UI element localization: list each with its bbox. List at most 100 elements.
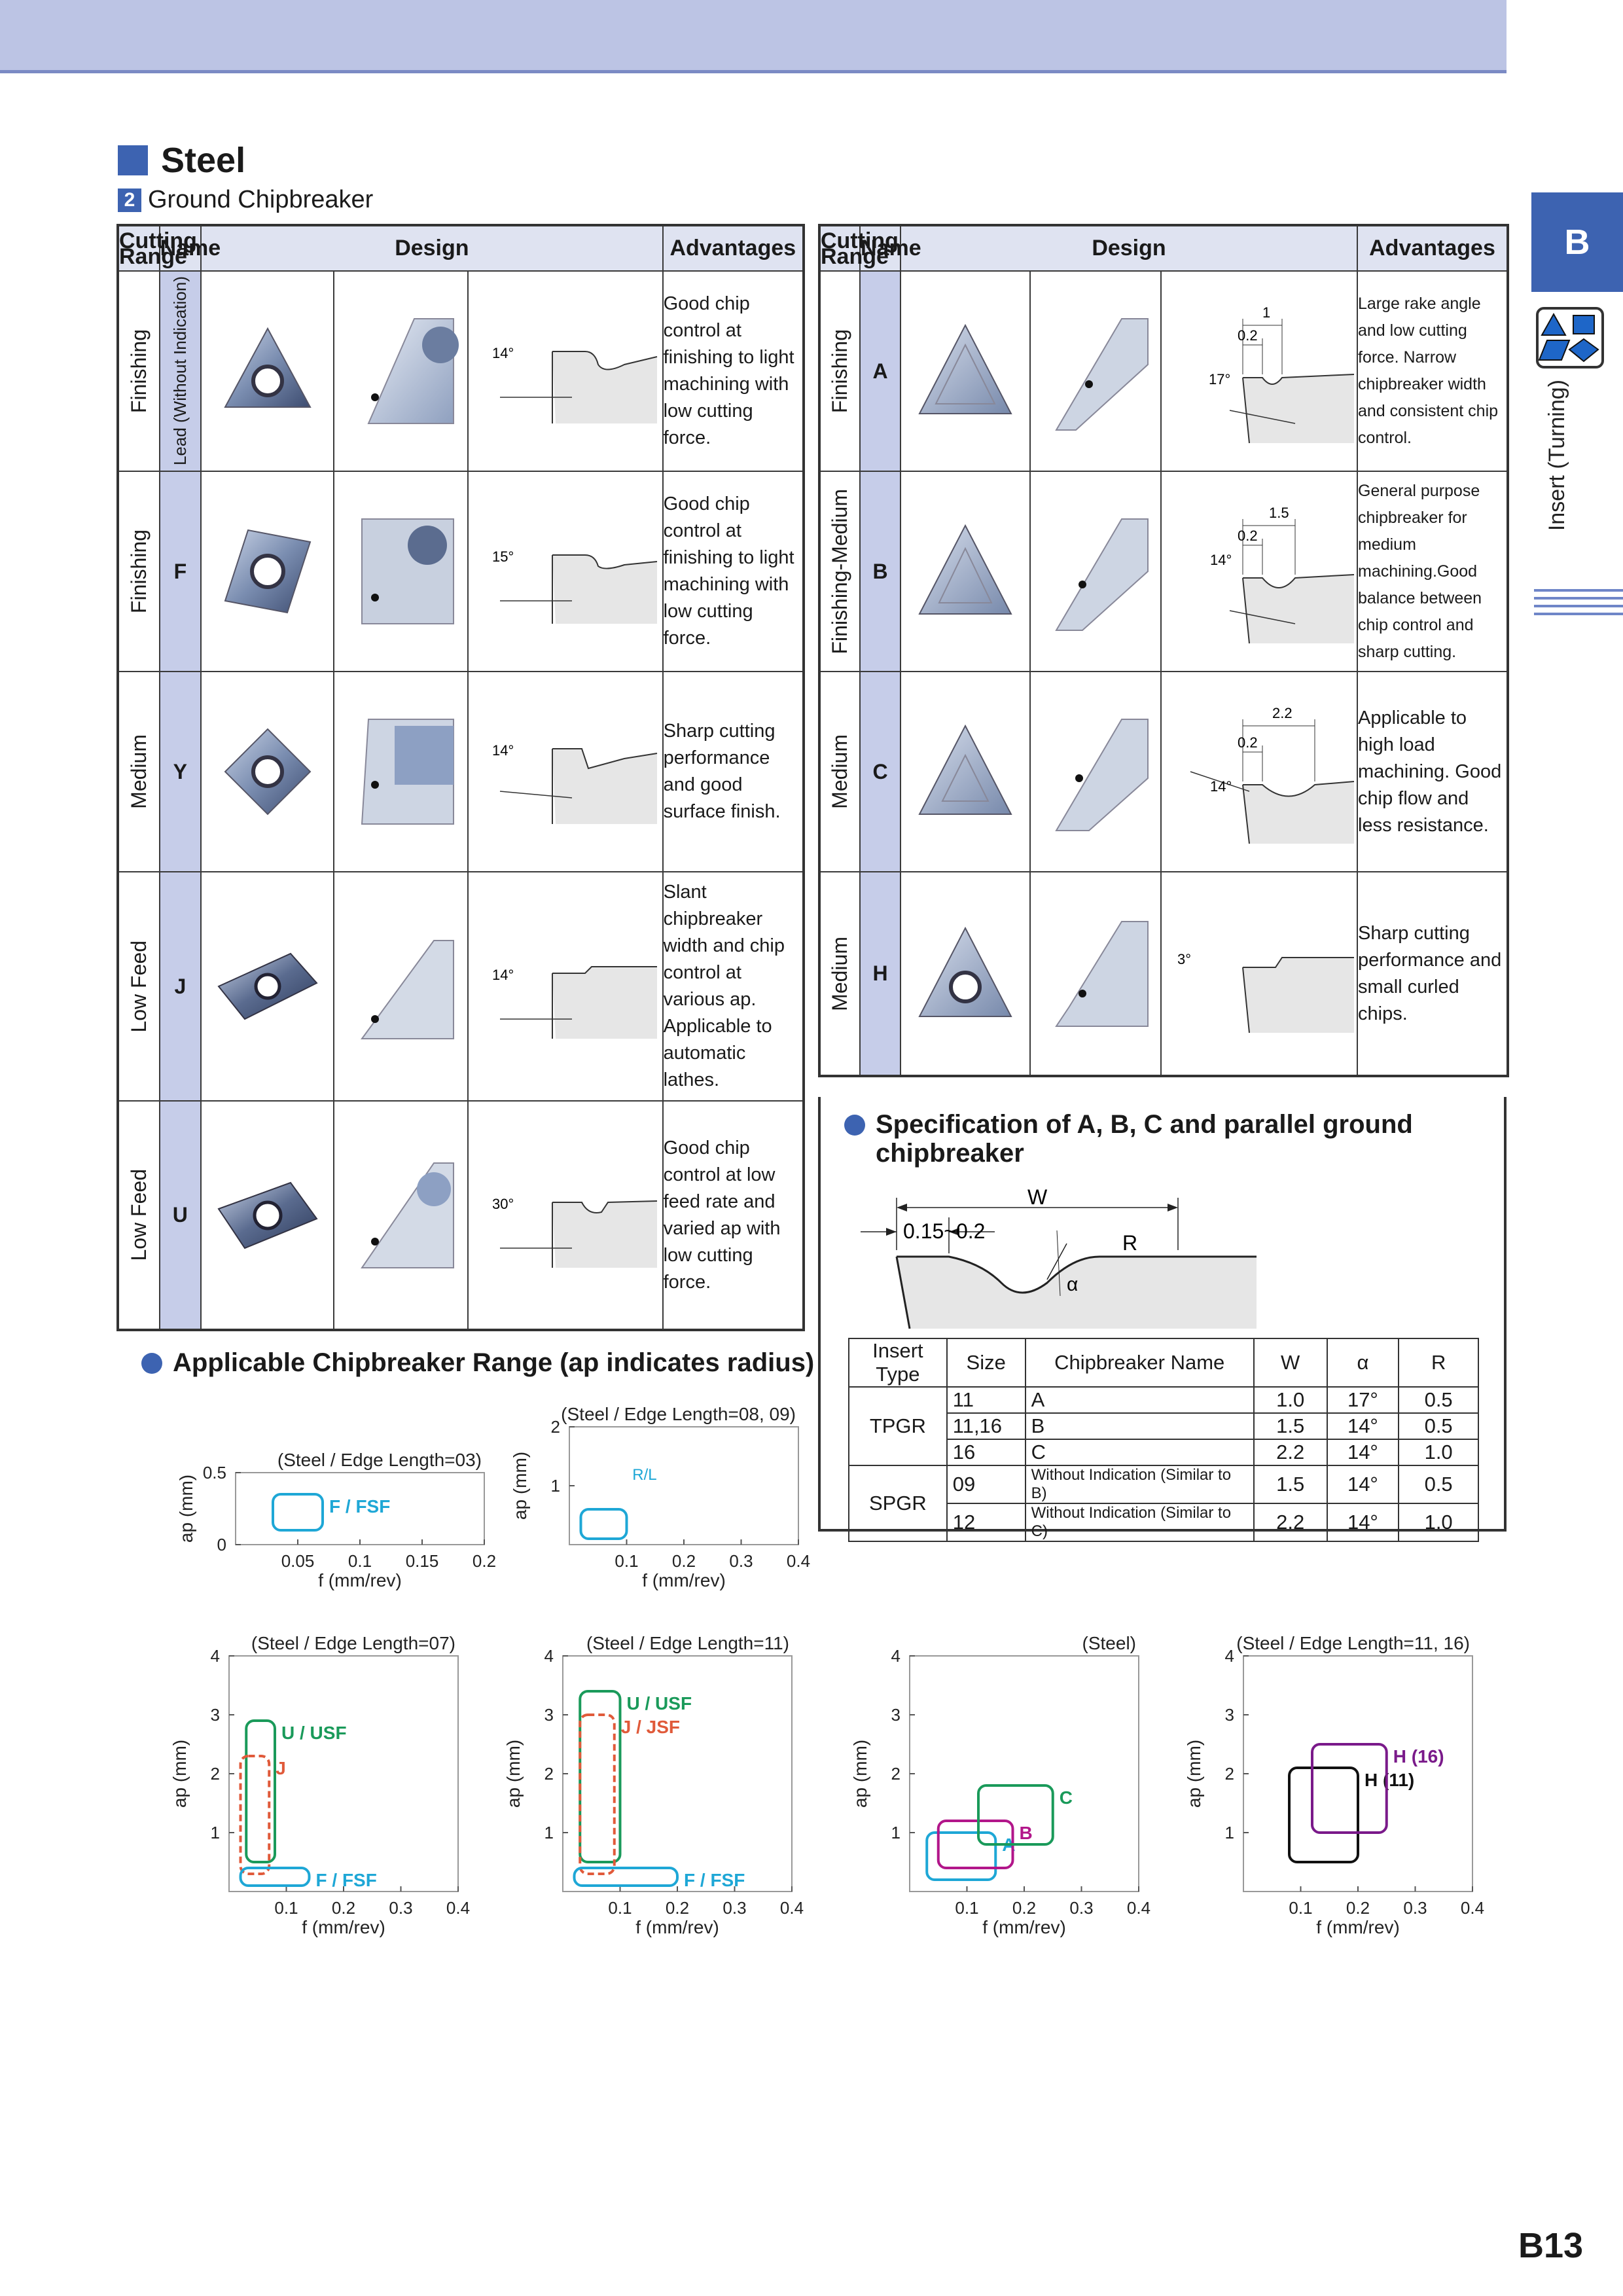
x-tick-label: 0.1 [274, 1898, 298, 1918]
x-tick-label: 0.3 [1069, 1898, 1093, 1918]
rake-angle-label: 30° [492, 1196, 514, 1212]
insert-top-view [224, 529, 311, 614]
w-label: W [1027, 1185, 1048, 1209]
region-label: H (16) [1393, 1746, 1444, 1767]
insert-closeup [361, 719, 454, 825]
row-name: A [859, 270, 901, 472]
row-advantages: General purpose chipbreaker for medium m… [1357, 471, 1508, 672]
insert-closeup [1055, 719, 1149, 831]
width-label: 1 [1262, 304, 1270, 321]
header-advantages: Advantages [662, 224, 805, 272]
row-range: Finishing [126, 329, 151, 414]
chart-title: (Steel / Edge Length=11, 16) [1236, 1633, 1470, 1653]
x-tick-label: 0.3 [1403, 1898, 1427, 1918]
y-tick-label: 2 [211, 1764, 220, 1784]
rake-angle-label: 15° [492, 548, 514, 565]
x-tick-label: 0.2 [332, 1898, 355, 1918]
x-tick-label: 0.4 [787, 1551, 810, 1571]
r-label: R [1122, 1231, 1137, 1255]
region-label: J / JSF [621, 1717, 680, 1737]
header-design: Design [900, 224, 1358, 272]
rake-angle-label: 14° [1210, 552, 1232, 568]
header-name: Name [158, 224, 221, 272]
region-label: F / FSF [684, 1870, 745, 1890]
plot-frame [909, 1655, 1139, 1892]
region-label: U / USF [281, 1723, 347, 1743]
land-label: 0.2 [1238, 734, 1258, 751]
chipbreaker-profile: 3° [1177, 951, 1354, 1033]
row-name: Lead (Without Indication) [169, 276, 190, 466]
x-tick-label: 0.4 [1127, 1898, 1150, 1918]
insert-closeup [1055, 920, 1149, 1027]
alpha-label: α [1067, 1274, 1078, 1295]
land-label: 0.2 [1238, 327, 1258, 344]
table-row: Medium H 3° Sharp cutting performance an… [819, 871, 1508, 1077]
sidebar-stripe [1534, 597, 1623, 600]
x-tick-label: 0.1 [608, 1898, 632, 1918]
width-label: 2.2 [1272, 705, 1293, 721]
x-tick-label: 0.2 [672, 1551, 696, 1571]
y-tick-label: 4 [544, 1646, 554, 1666]
insert-top-view [217, 952, 318, 1020]
range-region [579, 1713, 616, 1875]
top-band [0, 0, 1507, 73]
land-label: 0.15~0.2 [903, 1219, 985, 1243]
range-region [239, 1755, 271, 1875]
spec-table: Insert Type Size Chipbreaker Name W α R … [848, 1338, 1479, 1542]
section-square-icon [118, 145, 148, 175]
row-range: Finishing-Medium [828, 488, 851, 655]
y-tick-label: 2 [1225, 1764, 1234, 1784]
row-name: U [158, 1100, 202, 1331]
y-tick-label: 0.5 [203, 1463, 226, 1482]
range-title: Applicable Chipbreaker Range (ap indicat… [141, 1348, 814, 1378]
spec-title-line2: chipbreaker [876, 1139, 1024, 1168]
row-advantages: Good chip control at finishing to light … [662, 471, 805, 672]
table-row: Medium Y 14° Sharp cutting performance a… [117, 671, 805, 872]
rake-angle-label: 14° [492, 742, 514, 759]
row-advantages: Slant chipbreaker width and chip control… [662, 871, 805, 1102]
x-tick-label: 0.1 [1289, 1898, 1312, 1918]
chipbreaker-profile: 10.217° [1209, 304, 1355, 444]
y-tick-label: 1 [544, 1823, 554, 1842]
section-tab: B [1531, 192, 1623, 292]
x-tick-label: 0.3 [729, 1551, 753, 1571]
chart-title: (Steel / Edge Length=11) [586, 1633, 789, 1653]
row-range: Medium [828, 936, 851, 1011]
region-label: F / FSF [316, 1870, 377, 1890]
chipbreaker-profile: 1.50.214° [1210, 505, 1355, 644]
region-label: B [1020, 1823, 1033, 1843]
sidebar-stripe [1534, 613, 1623, 615]
header-advantages: Advantages [1357, 224, 1508, 272]
x-axis-label: f (mm/rev) [642, 1570, 726, 1590]
row-name: F [158, 471, 202, 672]
bullet-icon [141, 1352, 162, 1374]
region-label: J [276, 1758, 286, 1778]
range-region [925, 1831, 997, 1881]
sidebar-stripe [1534, 589, 1623, 592]
chipbreaker-profile: 14° [492, 742, 658, 824]
region-label: U / USF [627, 1693, 692, 1713]
x-tick-label: 0.2 [1012, 1898, 1036, 1918]
region-label: F / FSF [329, 1496, 390, 1516]
plot-frame [235, 1472, 485, 1545]
range-region [1311, 1743, 1388, 1834]
insert-closeup [360, 1162, 454, 1268]
chart-title: (Steel / Edge Length=08, 09) [561, 1404, 796, 1424]
chart-title: (Steel / Edge Length=07) [251, 1633, 455, 1653]
spec-header: Insert Type [848, 1338, 948, 1388]
table-row: Low Feed U 30° Good chip control at low … [117, 1100, 805, 1331]
right-chipbreaker-table: Cutting Range Name Design Advantages Fin… [818, 224, 1509, 1077]
x-tick-label: 0.2 [1346, 1898, 1370, 1918]
rake-angle-label: 14° [492, 967, 514, 983]
y-tick-label: 3 [1225, 1705, 1234, 1725]
range-region [579, 1508, 628, 1540]
y-axis-label: ap (mm) [510, 1452, 530, 1520]
header-range: Cutting Range [819, 224, 899, 272]
x-tick-label: 0.05 [281, 1551, 315, 1571]
